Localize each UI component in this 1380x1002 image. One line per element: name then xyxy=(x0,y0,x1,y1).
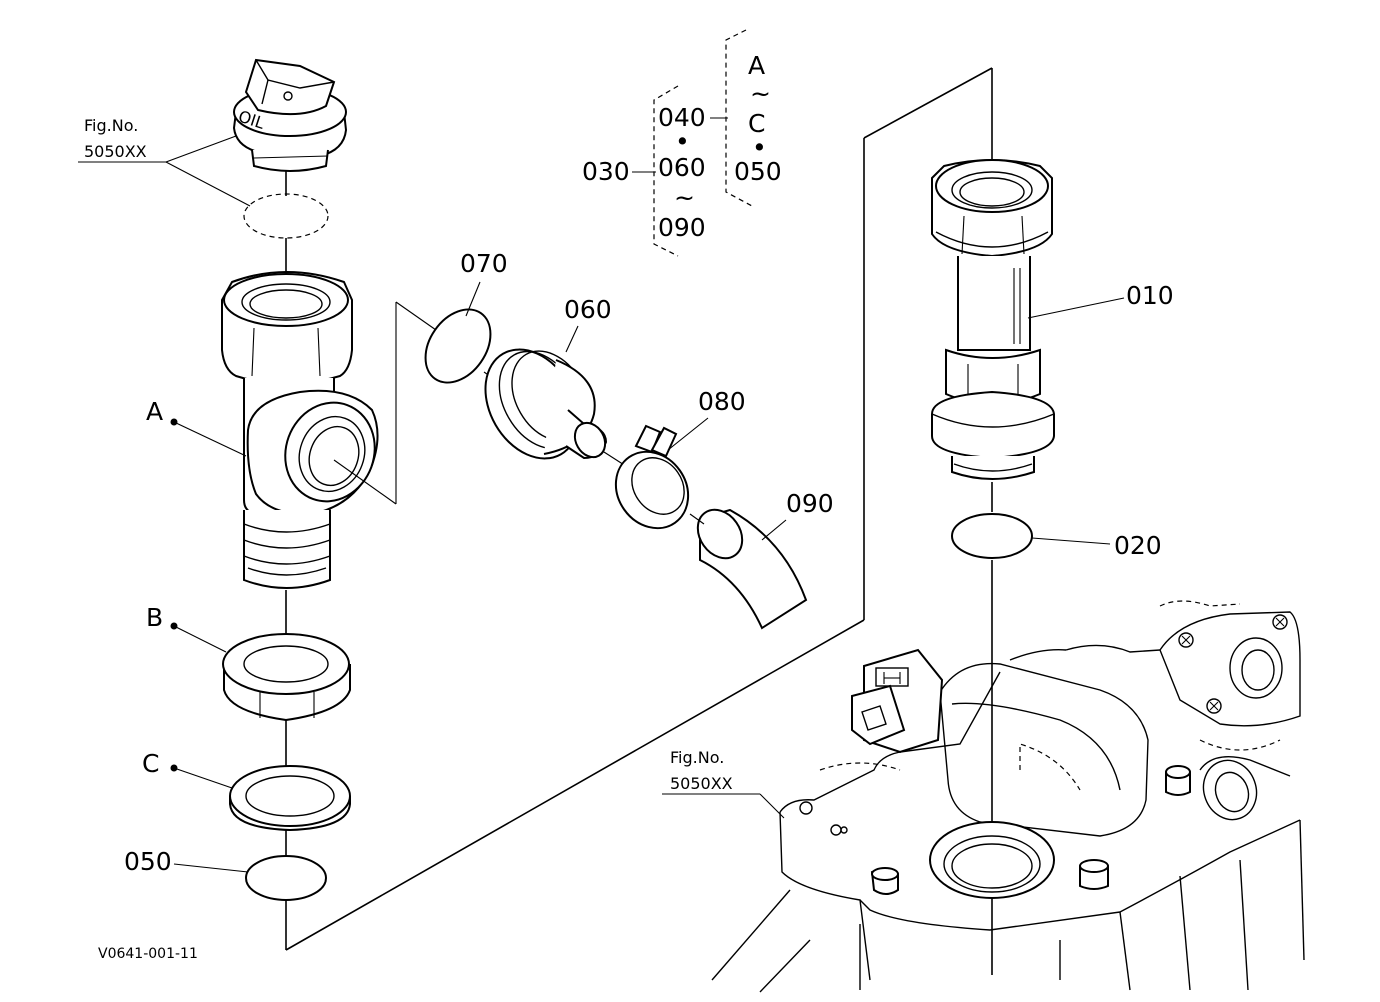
label-020: 020 xyxy=(1114,531,1162,560)
label-070: 070 xyxy=(460,249,508,278)
group-040-item1: A xyxy=(748,51,765,80)
label-b: B xyxy=(146,603,163,632)
left-axis-lines xyxy=(285,67,993,975)
oil-filler-cap: OIL xyxy=(232,58,348,172)
fig-ref-bottom: Fig.No. 5050XX xyxy=(662,748,785,819)
label-a: A xyxy=(146,397,163,426)
label-080: 080 xyxy=(698,387,746,416)
group-030-item2: 060 xyxy=(658,153,706,182)
oring-070: 070 xyxy=(424,249,508,387)
group-040: A ~ C • 050 xyxy=(725,29,782,207)
fig-ref-top-line2: 5050XX xyxy=(84,142,147,161)
label-c-group: C xyxy=(142,749,233,789)
fig-ref-bottom-line2: 5050XX xyxy=(670,774,733,793)
group-040-sep: • xyxy=(752,133,767,162)
oring-dashed-cap xyxy=(243,193,329,239)
label-b-group: B xyxy=(146,603,227,653)
fig-ref-top: Fig.No. 5050XX xyxy=(78,116,251,207)
fig-ref-bottom-line1: Fig.No. xyxy=(670,748,724,767)
hose-090: 090 xyxy=(689,489,834,630)
drawing-code: V0641-001-11 xyxy=(98,946,198,962)
group-040-item2: C xyxy=(748,109,765,138)
group-030-item1: 040 xyxy=(658,103,706,132)
label-090: 090 xyxy=(786,489,834,518)
label-a-group: A xyxy=(146,397,247,457)
connection-line-side-port xyxy=(333,301,437,505)
oring-050 xyxy=(245,855,327,901)
label-050-group: 050 xyxy=(124,847,249,876)
label-010: 010 xyxy=(1126,281,1174,310)
hose-clamp-080: 080 xyxy=(614,387,746,530)
oring-020: 020 xyxy=(951,513,1162,560)
filler-pipe-010: 010 xyxy=(931,159,1174,480)
label-c: C xyxy=(142,749,159,778)
engine-head-cover xyxy=(711,600,1305,993)
label-050: 050 xyxy=(124,847,172,876)
group-030-tilde: ~ xyxy=(674,183,695,212)
label-030: 030 xyxy=(582,157,630,186)
label-060: 060 xyxy=(564,295,612,324)
group-030: 030 040 • 060 ~ 090 xyxy=(582,85,728,257)
washer-c xyxy=(229,765,351,832)
group-030-item3: 090 xyxy=(658,213,706,242)
fig-ref-top-line1: Fig.No. xyxy=(84,116,138,135)
tee-fitting-a xyxy=(221,271,379,589)
adapter-060: 060 xyxy=(484,295,633,471)
group-040-tilde: ~ xyxy=(750,79,771,108)
lock-nut-b xyxy=(222,633,351,722)
group-040-item3: 050 xyxy=(734,157,782,186)
group-030-sep1: • xyxy=(675,127,690,156)
